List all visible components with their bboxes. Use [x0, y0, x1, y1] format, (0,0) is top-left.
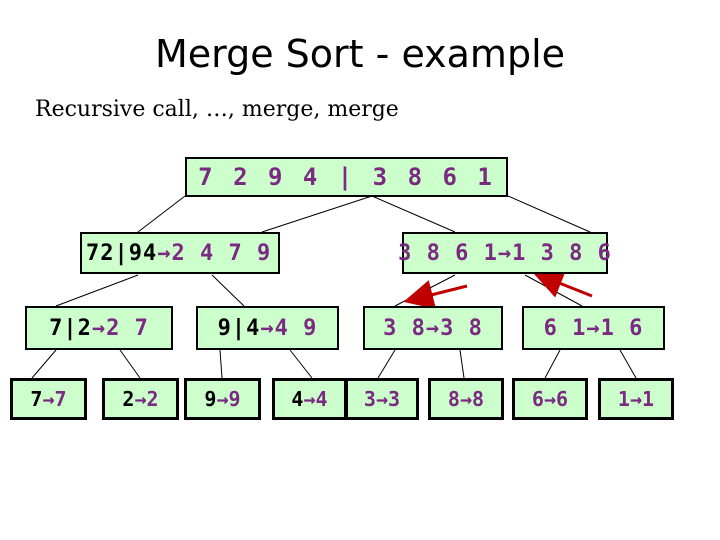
right-half-input: 3 8 6 1 — [398, 240, 498, 266]
left-half-output: 2 4 7 9 — [171, 240, 272, 266]
level2-node-1: 9|4 → 4 9 — [196, 306, 339, 350]
right-half-arrow: → — [497, 240, 513, 266]
leaf-node-6: 6→6 — [512, 378, 588, 420]
edge-l2-c2 — [459, 349, 465, 379]
edge-l2-b2 — [289, 349, 313, 379]
root-node: 7 2 9 4 | 3 8 6 1 — [185, 157, 508, 197]
edge-root-right — [371, 195, 456, 233]
level2-node-3: 6 1 → 1 6 — [522, 306, 665, 350]
right-half-output: 1 3 8 6 — [512, 240, 612, 266]
leaf-node-5: 8→8 — [428, 378, 504, 420]
leaf-node-3: 4→4 — [272, 378, 347, 420]
left-half-input: 72|94 — [86, 240, 158, 266]
level2-node-2: 3 8 → 3 8 — [363, 306, 503, 350]
edge-l2-d1 — [544, 349, 561, 379]
edge-l2-a1 — [31, 349, 57, 379]
slide-title: Merge Sort - example — [154, 32, 566, 76]
left-half-node: 72|94 → 2 4 7 9 — [80, 232, 280, 274]
leaf-node-7: 1→1 — [598, 378, 674, 420]
edge-l2-d2 — [619, 349, 637, 379]
edge-root-right-2 — [507, 195, 591, 233]
edge-l2-b1 — [219, 349, 223, 379]
edge-root-left — [137, 195, 186, 233]
edge-l1-b — [211, 274, 245, 307]
edge-root-left-2 — [261, 195, 373, 233]
merge-arrow-left — [403, 280, 468, 310]
edge-l1-a — [55, 274, 139, 307]
edge-l2-c1 — [377, 349, 396, 379]
leaf-node-4: 3→3 — [345, 378, 419, 420]
left-half-arrow: → — [157, 240, 172, 266]
leaf-node-2: 9→9 — [184, 378, 261, 420]
leaf-node-0: 7→7 — [10, 378, 87, 420]
merge-arrow-right — [532, 269, 593, 298]
root-node-text: 7 2 9 4 | 3 8 6 1 — [198, 163, 495, 191]
right-half-node: 3 8 6 1→1 3 8 6 — [398, 232, 611, 274]
leaf-node-1: 2→2 — [102, 378, 179, 420]
edge-l2-a2 — [119, 349, 141, 379]
level2-node-0: 7|2 → 2 7 — [25, 306, 173, 350]
slide-subtitle: Recursive call, …, merge, merge — [35, 97, 399, 122]
